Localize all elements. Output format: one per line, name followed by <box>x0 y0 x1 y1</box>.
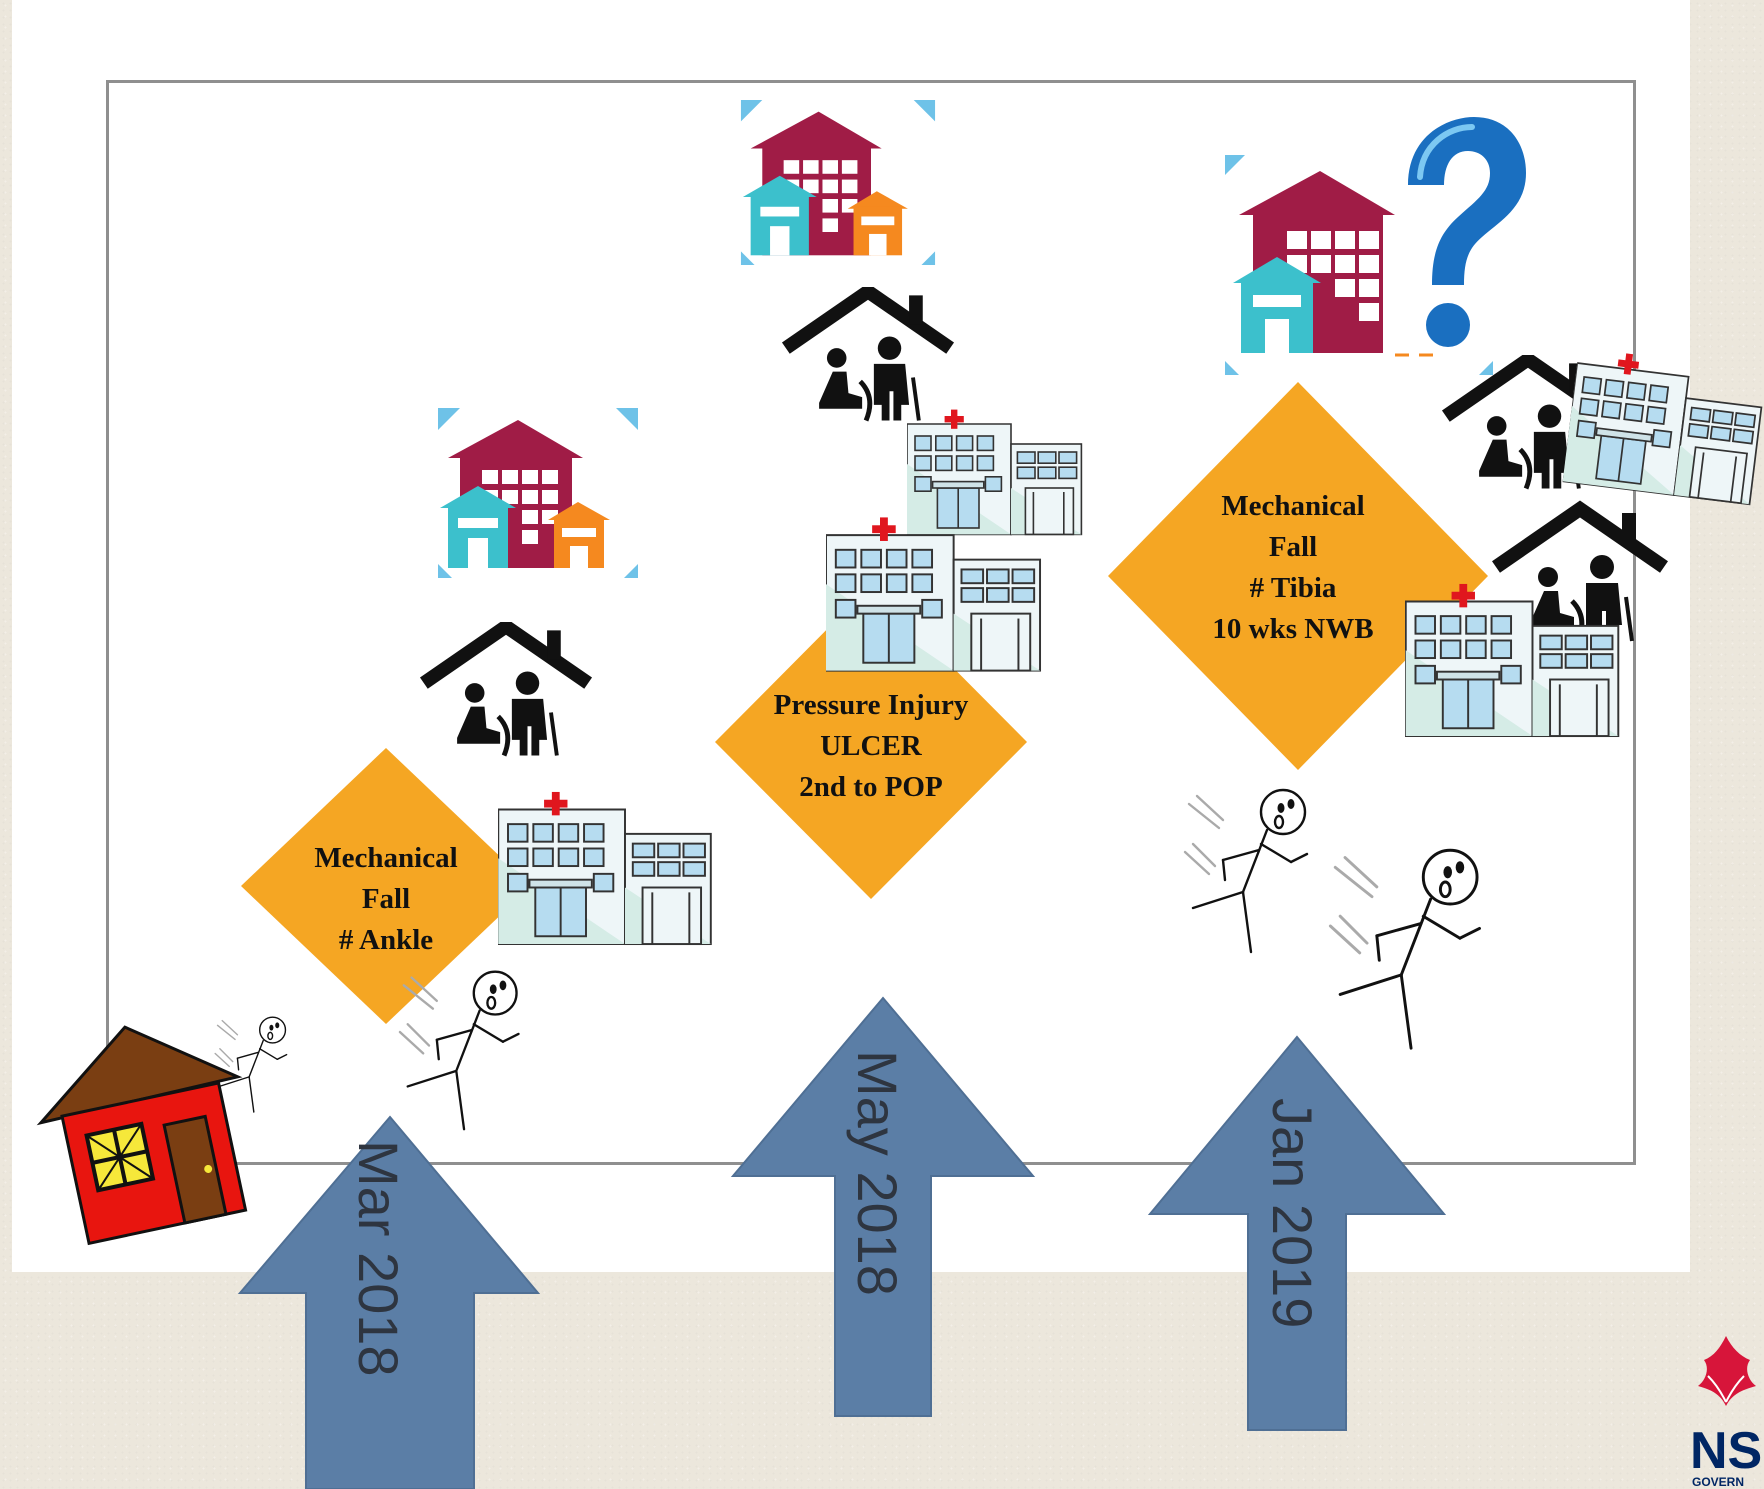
timeline-arrow-mar-2018 <box>237 1115 541 1489</box>
event-diamond-ankle <box>241 748 531 1024</box>
timeline-arrow-may-2018 <box>730 996 1036 1417</box>
question-mark-icon <box>1408 117 1526 347</box>
timeline-arrow-jan-2019 <box>1147 1035 1447 1431</box>
nsw-government-logo-icon: NS GOVERN <box>1690 1336 1762 1489</box>
falling-person-icon <box>1306 838 1521 1058</box>
timeline-label-jan-2019: Jan 2019 <box>1261 1098 1324 1329</box>
residential-building-icon <box>1225 155 1493 375</box>
residential-building-icon <box>438 408 638 578</box>
timeline-label-mar-2018: Mar 2018 <box>347 1140 410 1377</box>
hospital-icon <box>498 790 713 946</box>
aged-care-home-icon <box>780 287 956 425</box>
event-label-tibia: Mechanical Fall # Tibia 10 wks NWB <box>1212 490 1374 645</box>
event-label-pressure: Pressure Injury ULCER 2nd to POP <box>773 689 969 803</box>
svg-text:NS: NS <box>1690 1422 1762 1480</box>
event-label-ankle: Mechanical Fall # Ankle <box>314 842 458 956</box>
hospital-icon <box>1562 340 1764 512</box>
svg-text:GOVERN: GOVERN <box>1692 1475 1744 1489</box>
event-diamond-tibia <box>1108 382 1488 770</box>
timeline-label-may-2018: May 2018 <box>846 1050 909 1296</box>
hospital-icon <box>1405 582 1621 738</box>
falling-person-icon <box>396 962 536 1137</box>
aged-care-home-icon <box>418 622 594 760</box>
hospital-icon <box>826 515 1042 673</box>
residential-building-icon <box>738 100 938 265</box>
home-icon <box>36 1025 248 1246</box>
